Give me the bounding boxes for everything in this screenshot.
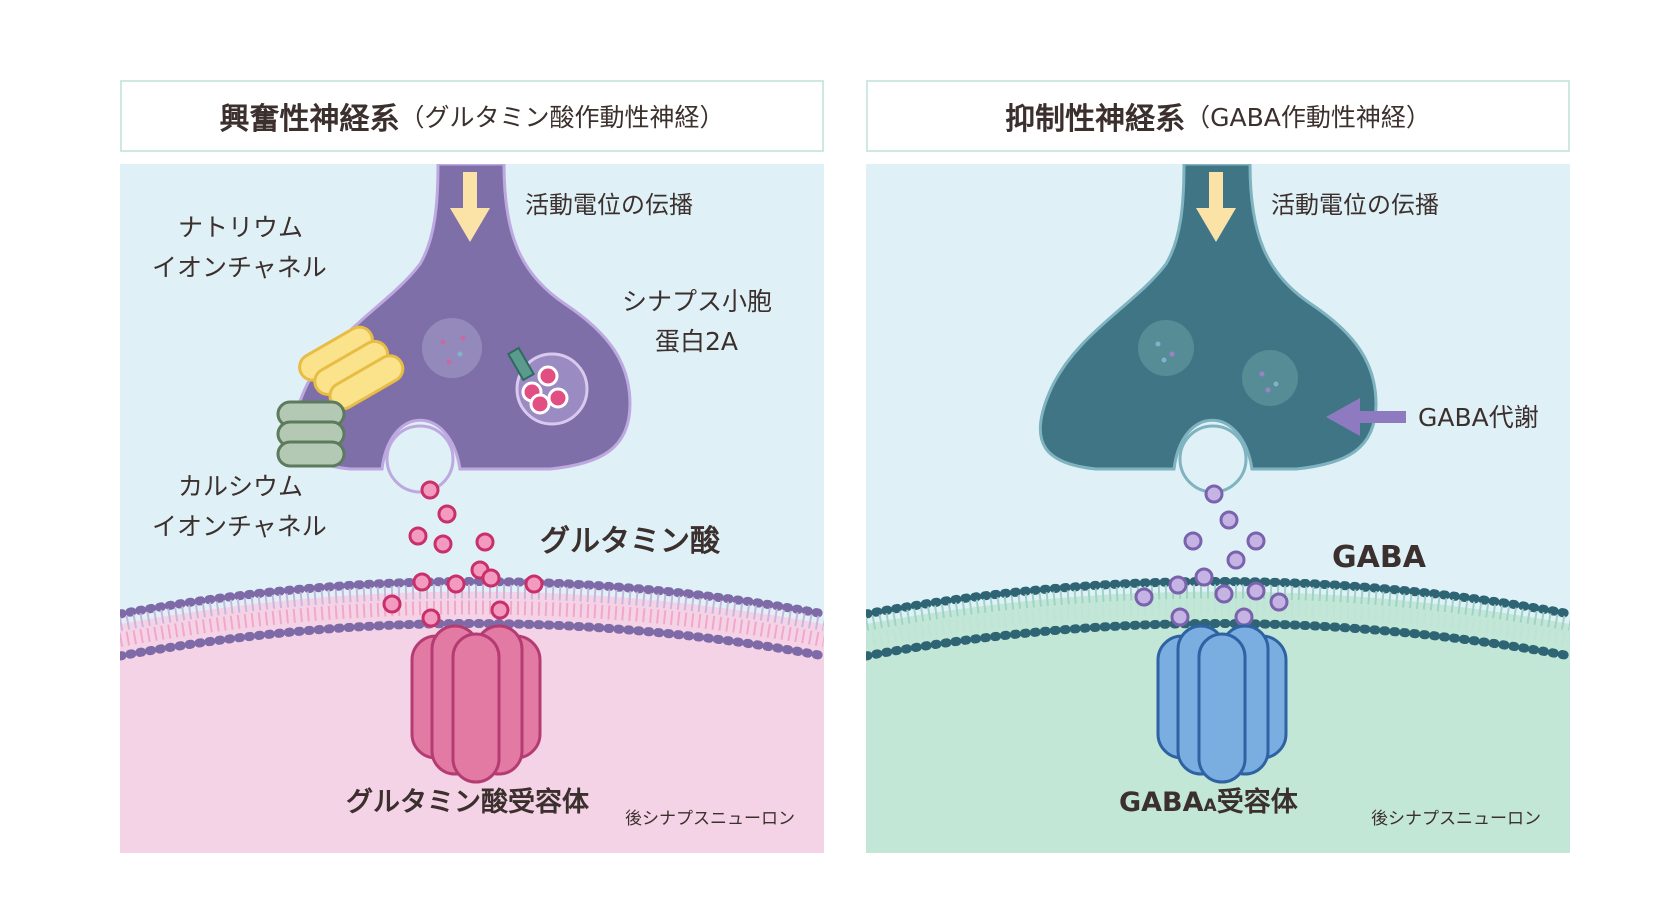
postsynaptic-membrane bbox=[866, 577, 1570, 661]
excitatory-title-box: 興奮性神経系（グルタミン酸作動性神経） bbox=[120, 80, 824, 152]
glutamate-receptor bbox=[410, 624, 542, 784]
sodium-channel bbox=[298, 325, 405, 411]
sodium-channel-label: ナトリウム bbox=[178, 213, 303, 242]
synaptic-vesicle bbox=[1138, 320, 1194, 376]
inhibitory-subtitle: （GABA作動性神経） bbox=[1185, 103, 1431, 132]
glutamate-receptor-label: グルタミン酸受容体 bbox=[346, 786, 590, 818]
inhibitory-panel: 抑制性神経系（GABA作動性神経） bbox=[866, 80, 1570, 853]
calcium-channel bbox=[276, 400, 346, 468]
gaba-metabolism-arrow bbox=[1326, 398, 1406, 436]
inhibitory-title: 抑制性神経系 bbox=[1005, 102, 1186, 137]
excitatory-title: 興奮性神経系 bbox=[219, 102, 400, 137]
glutamate-molecule bbox=[529, 393, 551, 415]
released-gaba bbox=[1134, 484, 1289, 627]
fusion-pore bbox=[1178, 424, 1248, 494]
excitatory-panel: 興奮性神経系（グルタミン酸作動性神経） bbox=[120, 80, 824, 853]
synaptic-vesicle bbox=[1242, 350, 1298, 406]
sv2a-label-2: 蛋白2A bbox=[655, 327, 738, 356]
sodium-channel-label-2: イオンチャネル bbox=[152, 253, 327, 282]
postsynaptic-membrane bbox=[120, 577, 824, 661]
calcium-channel-label: カルシウム bbox=[178, 472, 303, 501]
inhibitory-synapse-diagram: 活動電位の伝播 GABA代謝 GABA GABAA受容体 後シナプスニューロン bbox=[866, 164, 1570, 853]
gaba-metabolism-label: GABA代謝 bbox=[1418, 403, 1539, 432]
postsynaptic-neuron-label: 後シナプスニューロン bbox=[1371, 809, 1541, 829]
action-potential-arrow bbox=[450, 172, 490, 242]
action-potential-label: 活動電位の伝播 bbox=[525, 191, 693, 219]
gaba-a-receptor bbox=[1156, 624, 1288, 784]
excitatory-subtitle: （グルタミン酸作動性神経） bbox=[399, 103, 725, 132]
glutamate-molecule bbox=[547, 387, 569, 409]
sv2a-protein bbox=[506, 346, 536, 382]
sv2a-label: シナプス小胞 bbox=[622, 287, 772, 316]
action-potential-arrow bbox=[1196, 172, 1236, 242]
fusion-pore bbox=[385, 424, 455, 494]
gaba-label: GABA bbox=[1332, 540, 1427, 575]
calcium-channel-label-2: イオンチャネル bbox=[152, 512, 327, 541]
postsynaptic-neuron-label: 後シナプスニューロン bbox=[625, 809, 795, 829]
gaba-a-receptor-label: GABAA受容体 bbox=[1119, 786, 1299, 818]
inhibitory-title-box: 抑制性神経系（GABA作動性神経） bbox=[866, 80, 1570, 152]
glutamate-molecule bbox=[537, 365, 559, 387]
action-potential-label: 活動電位の伝播 bbox=[1271, 191, 1439, 219]
excitatory-synapse-diagram: 活動電位の伝播 ナトリウム イオンチャネル シナプス小胞 蛋白2A カルシウム … bbox=[120, 164, 824, 853]
glutamate-label: グルタミン酸 bbox=[540, 524, 721, 559]
synaptic-vesicle bbox=[422, 318, 482, 378]
released-glutamate bbox=[382, 480, 544, 628]
